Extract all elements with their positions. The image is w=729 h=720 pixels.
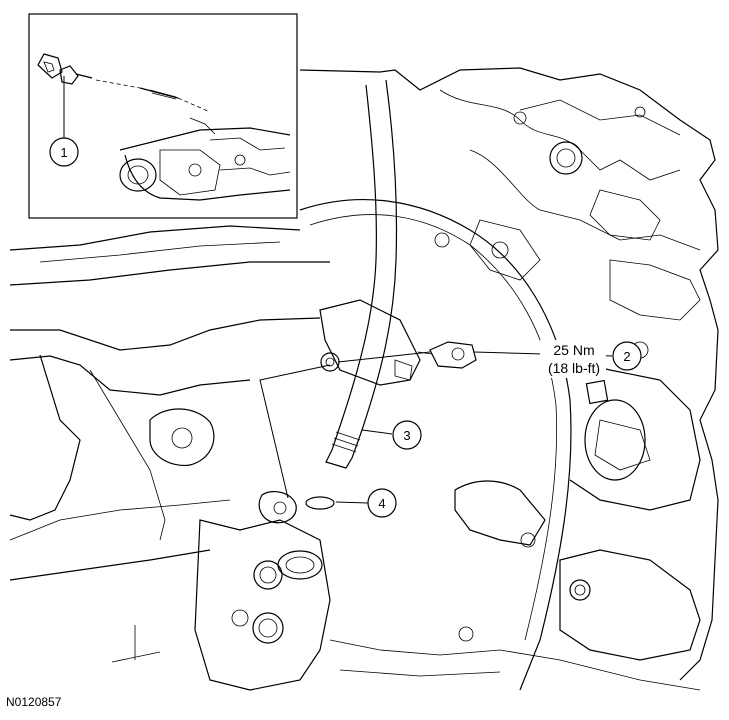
bolt-alignment-line [337,351,431,363]
callout-4: 4 [367,488,397,518]
callout-3-label: 3 [403,428,410,443]
callout-1: 1 [49,137,79,167]
callout-2: 2 [612,341,642,371]
o-ring [305,496,335,510]
inset-detail [28,13,298,219]
dipstick-tube [325,79,398,469]
torque-imperial: (18 lb-ft) [548,360,600,376]
engine-transmission-illustration [9,67,719,691]
callout-3: 3 [392,420,422,450]
dipstick-tube-bolt [417,341,477,369]
figure-id: N0120857 [6,695,62,709]
torque-metric: 25 Nm [553,342,594,358]
callout-4-label: 4 [378,496,385,511]
callout-2-label: 2 [623,349,630,364]
torque-spec: 25 Nm (18 lb-ft) [540,340,606,378]
alignment-line [259,364,331,499]
callout-1-label: 1 [60,145,67,160]
